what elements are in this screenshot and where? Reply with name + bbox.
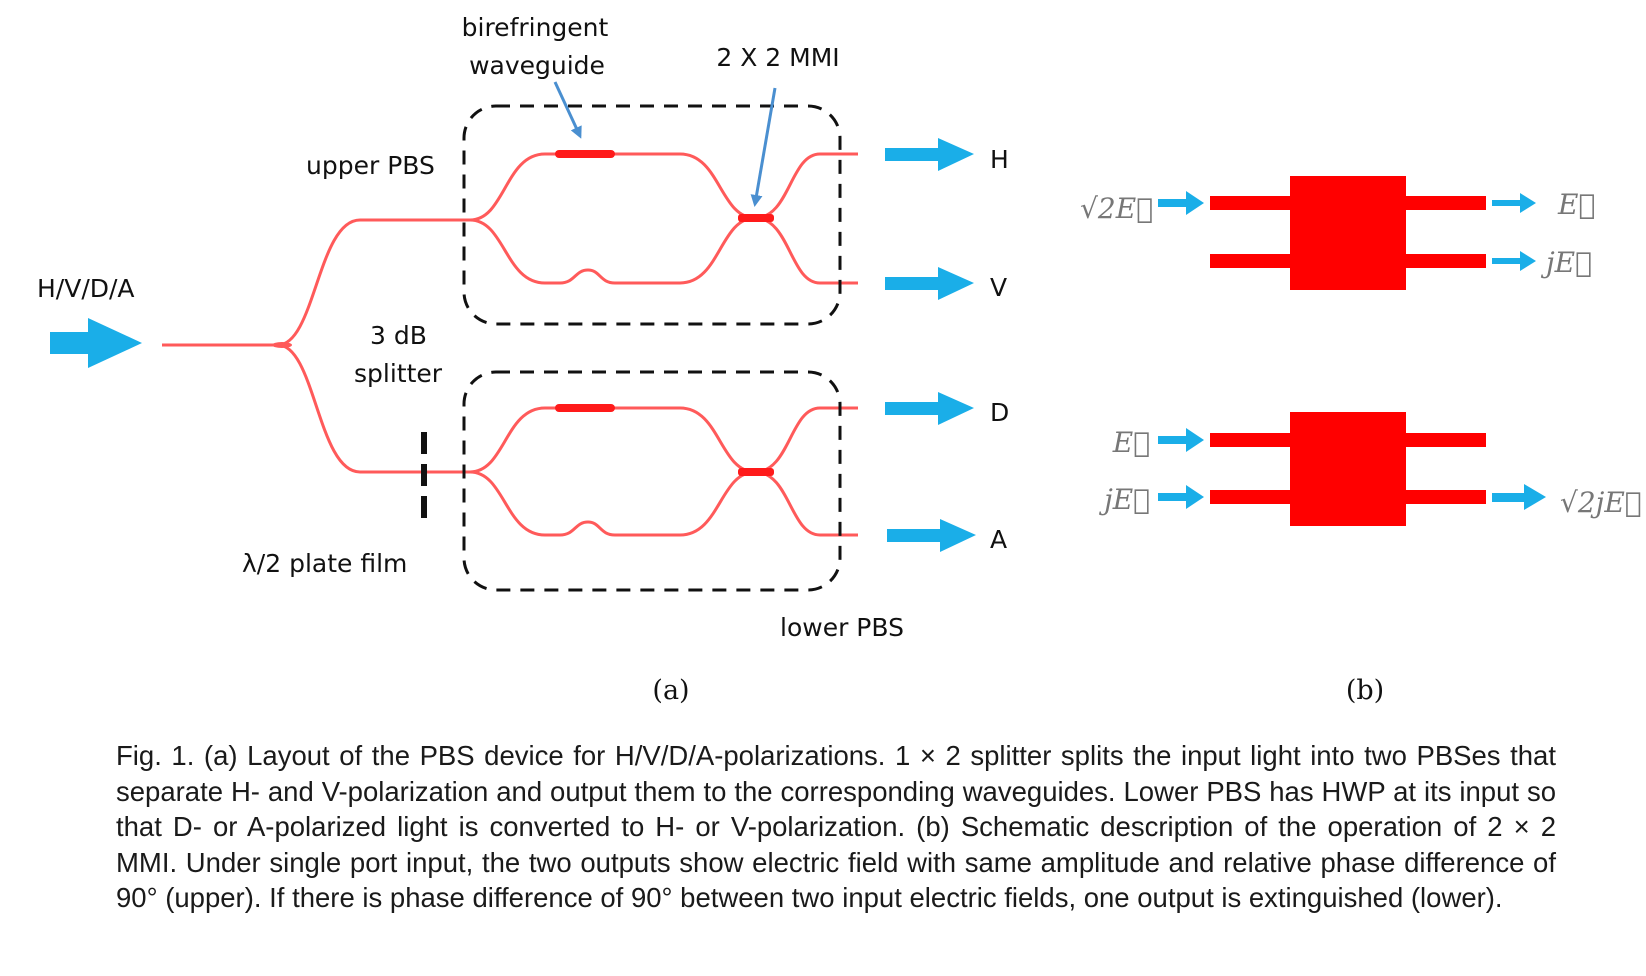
mmi-pointer — [750, 87, 777, 207]
upper-mmi-block — [1210, 176, 1486, 290]
mmi-label: 2 X 2 MMI — [716, 43, 839, 72]
lower-output-label: √2jE⃗ — [1560, 486, 1642, 519]
upper-input-arrow-icon — [1158, 191, 1204, 215]
output-arrow-v-icon — [885, 267, 974, 300]
birefringent-label-line2: waveguide — [469, 51, 605, 80]
output-label-d: D — [990, 398, 1009, 427]
splitter-label-line1: 3 dB — [370, 321, 427, 350]
upper-pbs-label: upper PBS — [306, 151, 435, 180]
lower-input2-label: jE⃗ — [1098, 483, 1150, 516]
output-arrow-a-icon — [887, 519, 976, 552]
panel-b: √2E⃗ E⃗ jE⃗ E⃗ jE⃗ √2jE⃗ (b) — [1080, 176, 1642, 706]
upper-input-label: √2E⃗ — [1080, 192, 1153, 225]
panel-a: H/V/D/A birefringent wavegui — [37, 13, 1009, 706]
upper-output2-label: jE⃗ — [1540, 246, 1592, 279]
lower-pbs-box — [462, 370, 842, 592]
lower-pbs-label: lower PBS — [780, 613, 904, 642]
plate-label: λ/2 plate film — [242, 549, 407, 578]
lower-input2-arrow-icon — [1158, 485, 1204, 509]
figure-diagram: H/V/D/A birefringent wavegui — [37, 13, 1642, 706]
upper-output2-arrow-icon — [1492, 251, 1536, 271]
output-label-v: V — [990, 273, 1007, 302]
lower-pbs-waveguides — [469, 406, 858, 537]
lower-output-arrow-icon — [1492, 484, 1546, 510]
splitter-label-line2: splitter — [354, 359, 443, 388]
output-arrow-h-icon — [885, 138, 974, 171]
upper-mmi-section — [738, 214, 774, 222]
lower-mmi-block — [1210, 412, 1486, 526]
output-arrow-d-icon — [885, 392, 974, 425]
upper-pbs-waveguides — [469, 152, 858, 285]
figure-caption: Fig. 1. (a) Layout of the PBS device for… — [116, 740, 1556, 913]
input-arrow-icon — [50, 318, 142, 368]
output-label-h: H — [990, 145, 1009, 174]
output-label-a: A — [990, 525, 1007, 554]
lower-birefringent-section — [555, 404, 615, 412]
splitter-junction — [272, 342, 292, 348]
birefringent-label-line1: birefringent — [462, 13, 609, 42]
upper-output1-label: E⃗ — [1557, 188, 1595, 221]
birefringent-pointer — [553, 81, 582, 139]
upper-birefringent-section — [555, 150, 615, 158]
lower-input1-arrow-icon — [1158, 428, 1204, 452]
upper-output1-arrow-icon — [1492, 193, 1536, 213]
input-label: H/V/D/A — [37, 274, 135, 303]
lower-input1-label: E⃗ — [1112, 426, 1150, 459]
panel-b-sublabel: (b) — [1346, 675, 1384, 706]
panel-a-sublabel: (a) — [652, 675, 689, 706]
lower-mmi-section — [738, 468, 774, 476]
upper-pbs-box — [462, 104, 842, 326]
